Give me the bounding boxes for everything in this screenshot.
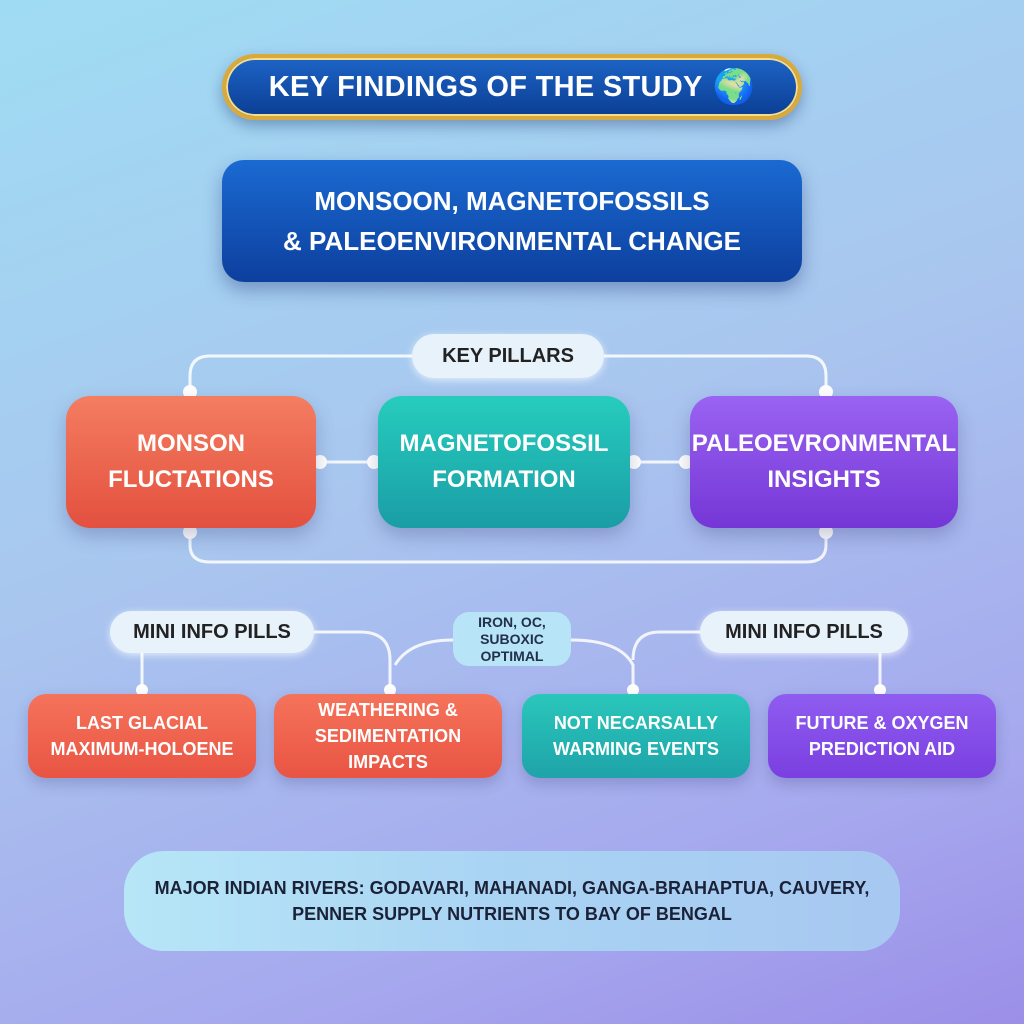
pillar-line-1: MAGNETOFOSSIL (399, 430, 609, 457)
info-card-line-2: WARMING EVENTS (552, 739, 719, 759)
mini-pill-label: MINI INFO PILLS (725, 620, 883, 643)
rivers-line-1: MAJOR INDIAN RIVERS: GODAVARI, MAHANADI,… (154, 878, 870, 898)
connector-dot (627, 684, 639, 696)
key-pillars-label: KEY PILLARS (442, 344, 574, 367)
info-card-line-1: LAST GLACIAL (76, 713, 208, 733)
subtitle-card: MONSOON, MAGNETOFOSSILS & PALEOENVIRONME… (222, 160, 802, 282)
info-card-line-1: WEATHERING & (318, 700, 458, 720)
connector-dot (819, 385, 833, 399)
connector-dot (384, 684, 396, 696)
globe-icon: 🌍 (712, 68, 756, 106)
connector-dot (679, 455, 693, 469)
connector-dot (819, 525, 833, 539)
pillar-line-2: INSIGHTS (767, 466, 881, 493)
info-card-last-glacial: LAST GLACIAL MAXIMUM-HOLOENE (28, 694, 256, 778)
mini-info-pill-right: MINI INFO PILLS (700, 611, 908, 653)
center-pill-line-3: OPTIMAL (480, 647, 544, 664)
pillar-line-2: FLUCTATIONS (108, 466, 274, 493)
subtitle-line-2: & PALEOENVIRONMENTAL CHANGE (283, 226, 741, 256)
connector-dot (183, 525, 197, 539)
connector-top-right (604, 354, 828, 396)
key-pillars-pill: KEY PILLARS (412, 334, 604, 378)
center-pill-line-1: IRON, OC, (478, 613, 546, 630)
pillar-line-1: PALEOEVRONMENTAL (691, 430, 957, 457)
rivers-banner: MAJOR INDIAN RIVERS: GODAVARI, MAHANADI,… (124, 851, 900, 951)
info-card-line-2: SEDIMENTATION IMPACTS (314, 726, 462, 772)
pillar-line-2: FORMATION (432, 466, 576, 493)
pillar-monsoon-fluctuations: MONSON FLUCTATIONS (66, 396, 316, 528)
title-text: KEY FINDINGS OF THE STUDY (268, 70, 703, 103)
info-card-weathering: WEATHERING & SEDIMENTATION IMPACTS (274, 694, 502, 778)
connector-center-left (393, 638, 454, 666)
mini-info-pill-left: MINI INFO PILLS (110, 611, 314, 653)
subtitle-line-1: MONSOON, MAGNETOFOSSILS (314, 186, 710, 216)
connector-bottom (188, 528, 828, 564)
mini-pill-label: MINI INFO PILLS (133, 620, 291, 643)
info-card-warming-events: NOT NECARSALLY WARMING EVENTS (522, 694, 750, 778)
connector-dot (183, 385, 197, 399)
center-pill-line-2: SUBOXIC (480, 630, 544, 647)
center-info-pill: IRON, OC, SUBOXIC OPTIMAL (453, 612, 571, 666)
connector-dots (136, 385, 886, 696)
title-banner: KEY FINDINGS OF THE STUDY 🌍 (222, 54, 802, 120)
info-card-line-2: MAXIMUM-HOLOENE (50, 739, 234, 759)
connector-dot (313, 455, 327, 469)
connector-mini-left-right (314, 630, 392, 694)
connector-dot (874, 684, 886, 696)
connector-dot (627, 455, 641, 469)
connector-dot (136, 684, 148, 696)
info-card-future-oxygen: FUTURE & OXYGEN PREDICTION AID (768, 694, 996, 778)
connector-top-left (188, 354, 412, 396)
connector-center-right (570, 638, 635, 694)
info-card-line-2: PREDICTION AID (808, 739, 956, 759)
pillar-magnetofossil-formation: MAGNETOFOSSIL FORMATION (378, 396, 630, 528)
info-card-line-1: FUTURE & OXYGEN (795, 713, 969, 733)
pillar-line-1: MONSON (137, 430, 245, 457)
pillar-paleoenvironmental-insights: PALEOEVRONMENTAL INSIGHTS (690, 396, 958, 528)
connector-mini-right-left (631, 630, 700, 661)
info-card-line-1: NOT NECARSALLY (553, 713, 719, 733)
connector-dot (367, 455, 381, 469)
rivers-line-2: PENNER SUPPLY NUTRIENTS TO BAY OF BENGAL (292, 904, 732, 924)
